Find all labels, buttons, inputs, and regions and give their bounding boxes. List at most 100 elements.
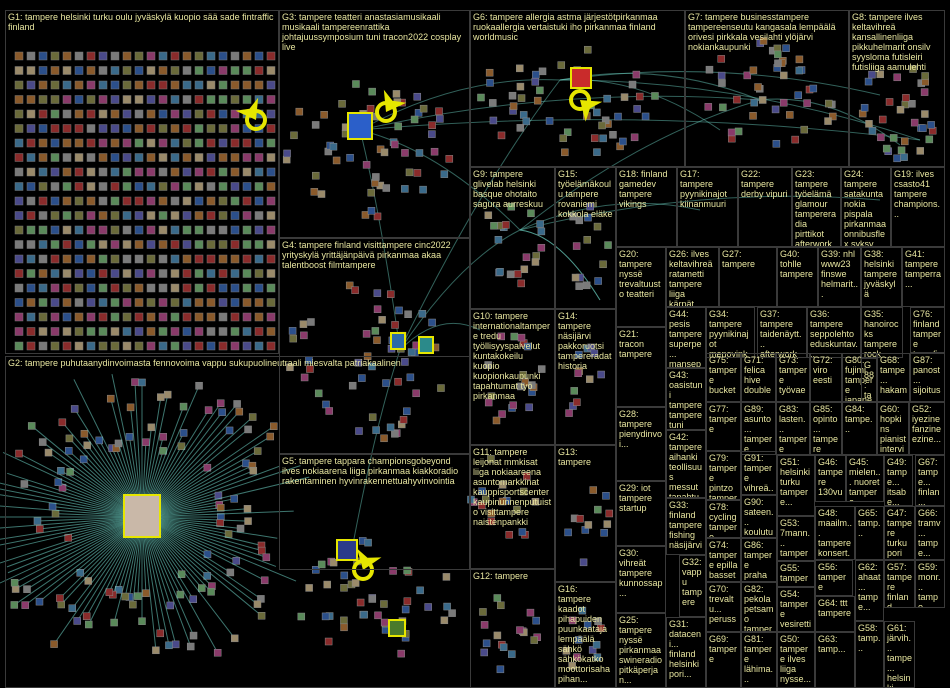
group-label: G73: tampere työvae... oikeusj... bbox=[779, 355, 807, 402]
group-label: G13: tampere bbox=[558, 447, 613, 467]
group-g68: G68: tampe... hakam... itsenäi... bbox=[877, 353, 910, 402]
group-g59: G59: monr... tampe... bbox=[915, 560, 945, 608]
group-g71: G71: felica hive double... bbox=[741, 353, 776, 402]
group-label: G69: tampere bbox=[709, 634, 738, 664]
group-g79: G79: tampere pintzo tamper... bbox=[706, 451, 741, 500]
group-label: G67: tampe... finlan... bbox=[918, 457, 942, 506]
group-g39: G39: nhl www23 finswe helmarit... bbox=[818, 247, 861, 307]
group-g37: G37: tampere taidenäytt... afterwork bbox=[757, 307, 807, 358]
group-g91: G91: tampere vihreä... vihreät... bbox=[741, 451, 777, 495]
group-g70: G70: trevaltu... peruss... tamper... bbox=[706, 582, 741, 632]
group-g57: G57: tampere finland nature photo... bbox=[884, 560, 915, 608]
group-label: G40: tohlle tampere bbox=[780, 249, 815, 279]
group-label: G5: tampere tappara championsgobeyond il… bbox=[282, 456, 467, 486]
group-g45: G45: mielen... nuoret tampere... bbox=[846, 455, 884, 502]
group-label: G16: tampere kaadot pihapuiden puunkaata… bbox=[558, 584, 613, 684]
group-label: G91: tampere vihreä... vihreät... bbox=[744, 453, 774, 495]
group-g25: G25: tampere nyssë pirkanmaa swineradio … bbox=[616, 613, 666, 688]
group-label: G68: tampe... hakam... itsenäi... bbox=[880, 355, 907, 402]
group-label: G3: tampere teatteri anastasiamusikaali … bbox=[282, 12, 467, 52]
group-g43: G43: oasistuni tampere tampere tuni bbox=[666, 368, 706, 430]
group-label: G4: tampere finland visittampere cinc202… bbox=[282, 240, 467, 270]
group-g66: G66: tramv... tampe... finlan... bbox=[915, 506, 945, 560]
group-g26: G26: ilves keltavihreä ratametti tampere… bbox=[666, 247, 719, 307]
group-g14: G14: tampere näsijärvi pakkoruotsi tampe… bbox=[555, 309, 616, 445]
group-g44: G44: pesis tampere superpe... manseper..… bbox=[666, 307, 706, 368]
group-label: G25: tampere nyssë pirkanmaa swineradio … bbox=[619, 615, 663, 685]
group-g49: G49: tampe... itsabe... bbox=[884, 455, 913, 506]
group-g7: G7: tampere businesstampere tampereenseu… bbox=[685, 10, 849, 167]
group-g62: G62: ahaat... tampe... bbox=[855, 560, 884, 621]
group-label: G83: lasten... tampere bbox=[779, 404, 807, 454]
group-label: G34: tampere pyynikinajot menovinkki... bbox=[709, 309, 752, 358]
group-label: G56: tampere bbox=[818, 562, 850, 592]
group-label: G22: tampere derby vipuri bbox=[741, 169, 789, 199]
group-label: G58: tamp... bbox=[858, 623, 881, 653]
group-g47: G47: tampere turku pori bbox=[884, 506, 915, 560]
group-g41: G41: tampere tamperra... bbox=[902, 247, 945, 307]
group-label: G70: trevaltu... peruss... tamper... bbox=[709, 584, 738, 632]
group-g15: G15: työelämäkoulu tampere rovaniemi kok… bbox=[555, 167, 616, 309]
group-label: G39: nhl www23 finswe helmarit... bbox=[821, 249, 858, 299]
group-g17: G17: tampere pyynikinajot kiinanmuuri bbox=[677, 167, 738, 247]
group-label: G82: pekola petsamo tamper... bbox=[744, 584, 774, 632]
group-label: G79: tampere pintzo tamper... bbox=[709, 453, 738, 500]
group-label: G43: oasistuni tampere tampere tuni bbox=[669, 370, 703, 430]
group-label: G85: opinto... tampere bbox=[813, 404, 839, 454]
group-label: G89: asunto... tampere säästö... bbox=[744, 404, 773, 455]
group-g13: G13: tampere bbox=[555, 445, 616, 582]
group-g51: G51: helsinki turku tampere... bbox=[777, 455, 815, 516]
group-g22: G22: tampere derby vipuri bbox=[738, 167, 792, 247]
group-g73: G73: tampere työvae... oikeusj... bbox=[776, 353, 810, 402]
group-g35: G35: hanoirocks tampere rock bbox=[861, 307, 903, 358]
group-g12: G12: tampere bbox=[470, 569, 555, 688]
group-g40: G40: tohlle tampere bbox=[777, 247, 818, 307]
group-label: G78: cycling tampere bbox=[709, 502, 738, 538]
group-g89: G89: asunto... tampere säästö... bbox=[741, 402, 776, 455]
group-g72: G72: viro eesti bbox=[810, 353, 842, 402]
group-g19: G19: ilves csasto41 tampere champions... bbox=[891, 167, 945, 247]
group-g75: G75: tampere bucket... eventp... bbox=[706, 353, 741, 402]
group-label: G28: tampere pienydinvoi... bbox=[619, 409, 663, 449]
group-label: G29: iot tampere startup bbox=[619, 483, 663, 513]
group-g36: G36: tampere seppolehto eduskuntav... bbox=[807, 307, 861, 358]
group-g61: G61: järvih... tampe... helsinki bbox=[884, 621, 915, 688]
group-g18: G18: finland gamedev tampere vikings bbox=[616, 167, 677, 247]
group-label: G53: 7mann... tampere teatteri bbox=[780, 518, 812, 561]
group-label: G64: ttt tampere bbox=[818, 598, 852, 618]
group-g28: G28: tampere pienydinvoi... bbox=[616, 407, 666, 481]
group-label: G81: tampere lähima... bbox=[744, 634, 774, 684]
group-label: G14: tampere näsijärvi pakkoruotsi tampe… bbox=[558, 311, 613, 371]
group-label: G33: finland tampere fishing näsijärvi..… bbox=[669, 500, 703, 555]
group-g42: G42: tampere aihanki teollisuus messut t… bbox=[666, 430, 706, 498]
group-g1: G1: tampere helsinki turku oulu jyväskyl… bbox=[5, 10, 279, 354]
group-g29: G29: iot tampere startup bbox=[616, 481, 666, 546]
group-g10: G10: tampere internationaltampere tredu … bbox=[470, 309, 555, 445]
group-g81: G81: tampere lähima... bbox=[741, 632, 777, 688]
group-label: G12: tampere bbox=[473, 571, 552, 581]
group-g69: G69: tampere bbox=[706, 632, 741, 688]
group-label: G86: tampere praha bbox=[744, 540, 774, 580]
group-label: G84: tampe... bbox=[845, 404, 874, 434]
group-g83: G83: lasten... tampere bbox=[776, 402, 810, 455]
group-label: G36: tampere seppolehto eduskuntav... bbox=[810, 309, 858, 358]
group-label: G74: tampere epilla basset... bbox=[709, 540, 738, 582]
group-label: G66: tramv... tampe... finlan... bbox=[918, 508, 942, 560]
group-label: G17: tampere pyynikinajot kiinanmuuri bbox=[680, 169, 735, 209]
group-label: G63: tamp... bbox=[818, 634, 852, 654]
group-label: G6: tampere allergia astma järjestötpirk… bbox=[473, 12, 682, 42]
group-label: G7: tampere businesstampere tampereenseu… bbox=[688, 12, 846, 52]
group-label: G19: ilves csasto41 tampere champions... bbox=[894, 169, 942, 219]
group-g9: G9: tampere glivelab helsinki basque oho… bbox=[470, 167, 555, 309]
group-g33: G33: finland tampere fishing näsijärvi..… bbox=[666, 498, 706, 555]
group-g53: G53: 7mann... tampere teatteri bbox=[777, 516, 815, 561]
group-g90: G90: sateen... koulutus tampere bbox=[741, 495, 777, 538]
group-label: G77: tampere bbox=[709, 404, 738, 434]
group-label: G60: hopkins pianist intervi... bbox=[880, 404, 906, 455]
group-g16: G16: tampere kaadot pihapuiden puunkaata… bbox=[555, 582, 616, 688]
group-label: G42: tampere aihanki teollisuus messut t… bbox=[669, 432, 703, 498]
group-label: G65: tamp... bbox=[858, 508, 881, 538]
group-g65: G65: tamp... bbox=[855, 506, 884, 560]
group-g60: G60: hopkins pianist intervi... bbox=[877, 402, 909, 455]
